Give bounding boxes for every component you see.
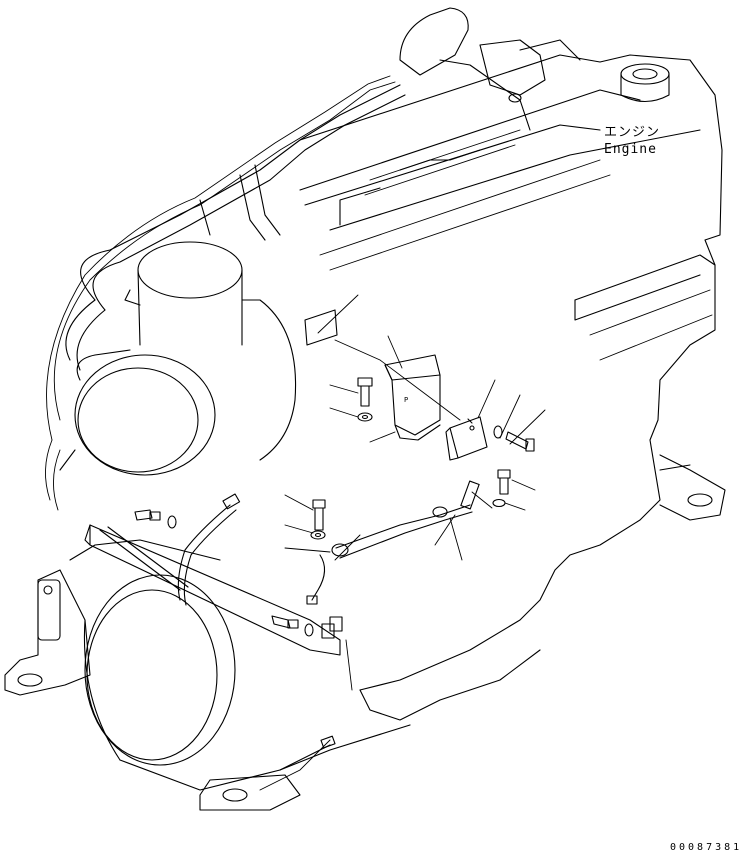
engine-label-jp: エンジン <box>604 125 660 140</box>
engine-label-en: Engine <box>604 142 657 157</box>
turbocharger-housing <box>60 350 215 475</box>
washer-mid-right <box>493 500 505 507</box>
wiring-harness <box>178 481 479 605</box>
air-intake-pipe <box>125 242 296 460</box>
bolt-upper-left <box>358 378 372 406</box>
label-plate <box>305 310 337 345</box>
left-mounting-bracket <box>5 570 90 695</box>
bracket-tag-p: P <box>404 396 409 404</box>
engine-block <box>45 8 722 690</box>
bolt-lower <box>272 616 298 628</box>
flywheel-housing <box>70 540 330 790</box>
washer-upper-left <box>358 413 372 421</box>
bolt-right <box>506 432 534 451</box>
sensor-bracket: P <box>385 355 440 440</box>
lower-harness-line <box>280 725 410 770</box>
washer-lower <box>305 624 313 636</box>
bolt-mid-right <box>498 470 510 494</box>
oil-pan-edge <box>360 650 540 720</box>
washer-left <box>168 516 176 528</box>
relay-box <box>446 417 487 460</box>
bolt-center <box>313 500 325 530</box>
drawing-number: 00087381 <box>670 842 742 853</box>
leader-lines <box>285 295 545 690</box>
right-mounting-foot <box>660 455 725 520</box>
oil-filler-cap <box>621 64 669 84</box>
bottom-mounting-foot <box>200 775 300 810</box>
lower-clip <box>321 736 335 748</box>
washer-right <box>494 426 502 438</box>
harness-bracket-plate <box>85 525 342 655</box>
washer-center <box>311 531 325 539</box>
bolt-left <box>135 510 160 520</box>
